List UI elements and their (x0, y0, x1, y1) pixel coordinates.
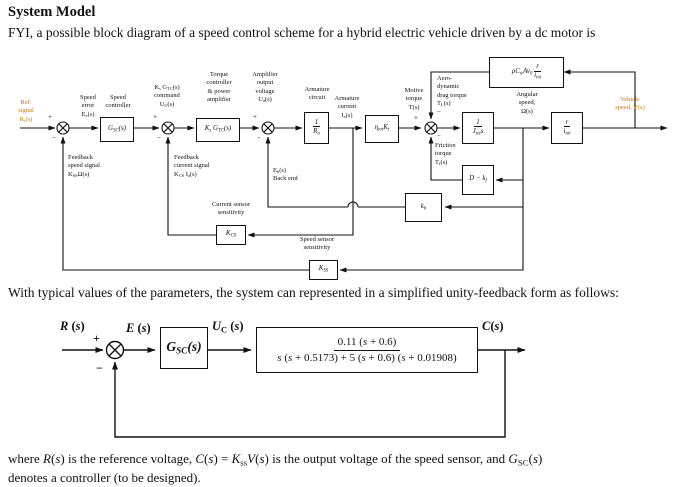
intro-text: FYI, a possible block diagram of a speed… (8, 25, 596, 40)
sign-sum4-minus-bottom: − (437, 132, 441, 140)
sum-speed-error (56, 121, 70, 135)
footer-text: where R(s) is the reference voltage, C(s… (8, 451, 543, 486)
sign-sum1-plus: + (48, 113, 52, 121)
block-speed-sensor: KSS (309, 260, 338, 280)
diagram2-lines (62, 340, 526, 438)
block-speed-controller: GSC(s) (100, 117, 134, 142)
sign-sum3-minus: − (257, 134, 261, 142)
sign-sum4-plus: + (414, 114, 418, 122)
signal-lines-2 (62, 347, 526, 438)
sum-voltage (261, 121, 275, 135)
block-back-emf-constant: kb (405, 193, 442, 222)
sign-sum4-minus-top: − (437, 108, 441, 116)
block-torque-controller: Ks GTC(s) (196, 118, 240, 142)
label-r-s: R (s) (60, 319, 85, 333)
page-title: System Model (8, 4, 96, 20)
label-uc-s: UC (s) (212, 319, 244, 335)
middle-text: With typical values of the parameters, t… (8, 285, 619, 300)
sum-current (161, 121, 175, 135)
sign-unity-plus: + (93, 331, 100, 345)
block-motor-constant: ηtotKt (365, 115, 399, 143)
unity-feedback-diagram: GSC(s) 0.11 (s + 0.6)s (s + 0.5173) + 5 … (0, 318, 680, 448)
sign-sum3-plus: + (253, 113, 257, 121)
label-c-s: C(s) (482, 319, 504, 333)
sign-sum1-minus: − (52, 134, 56, 142)
block-friction: D − kf (462, 165, 494, 195)
diagram1-lines (20, 69, 668, 273)
signal-lines (20, 69, 668, 273)
block-controller: GSC(s) (160, 327, 208, 369)
label-e-s: E (s) (126, 321, 151, 335)
sign-sum2-minus: − (157, 134, 161, 142)
sum-unity (105, 340, 125, 360)
block-current-sensor: KCS (216, 225, 246, 245)
label-back-emf: Eb(s)Back emf (273, 167, 299, 183)
sign-unity-minus: − (96, 361, 103, 375)
sign-sum2-plus: + (153, 113, 157, 121)
block-plant-transfer-function: 0.11 (s + 0.6)s (s + 0.5173) + 5 (s + 0.… (256, 327, 478, 373)
sum-torque (424, 121, 438, 135)
summing-junctions (56, 121, 438, 135)
